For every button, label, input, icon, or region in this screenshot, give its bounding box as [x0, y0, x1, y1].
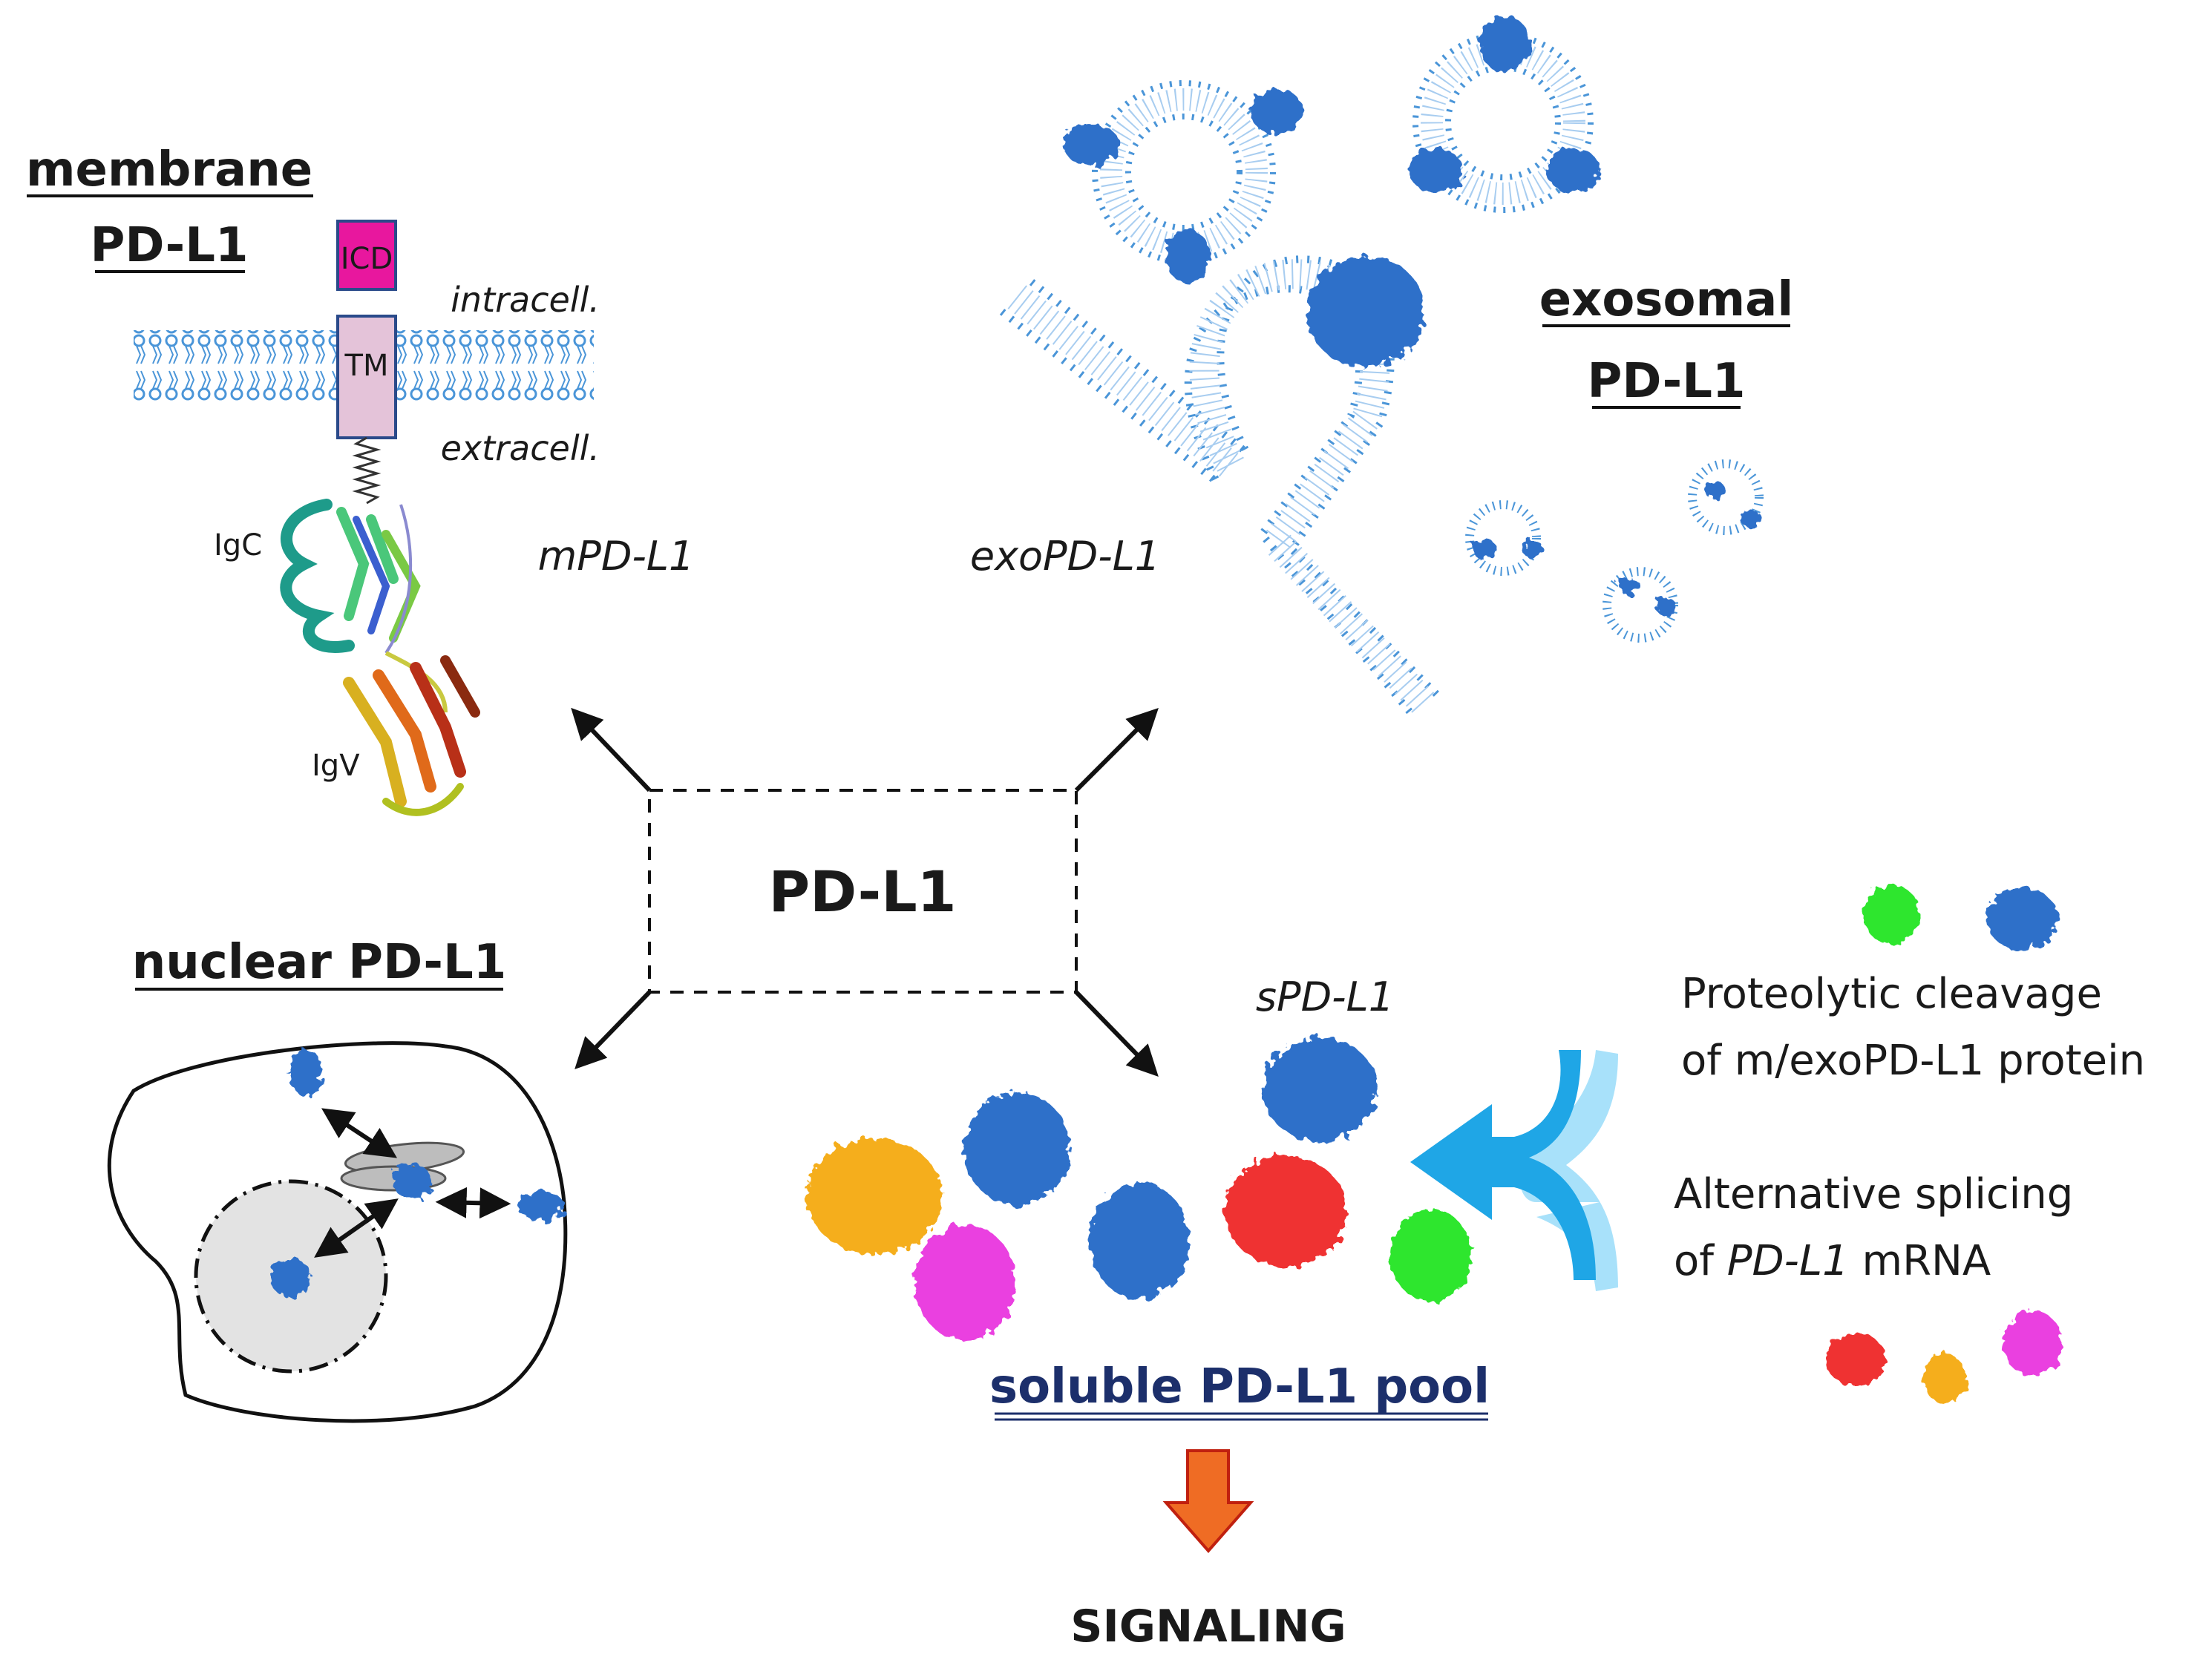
- arrow-to-soluble: [1074, 990, 1159, 1077]
- arrow-to-membrane: [571, 707, 652, 793]
- exosomal-pdl1-panel: exosomal PD-L1: [999, 16, 1794, 715]
- budding-protein: [1306, 256, 1425, 367]
- exosomal-title-line1: exosomal: [1539, 272, 1794, 327]
- intracell-label: intracell.: [451, 280, 600, 320]
- proteolytic-products: [1863, 885, 2057, 950]
- splicing-line1: Alternative splicing: [1674, 1170, 2073, 1218]
- icd-label: ICD: [341, 242, 393, 276]
- spdl1-label: sPD-L1: [1256, 974, 1394, 1020]
- nuclear-protein-membrane: [289, 1049, 322, 1096]
- icd-domain: [336, 220, 397, 291]
- merge-arrow: [1410, 1050, 1618, 1291]
- linker-spring: [352, 436, 382, 505]
- proteolytic-line1: Proteolytic cleavage: [1681, 970, 2102, 1018]
- soluble-protein-cluster: [806, 1037, 1472, 1340]
- exopdl1-label: exoPD-L1: [970, 533, 1160, 580]
- central-dashed-box: [648, 789, 1078, 994]
- signaling-arrow: [1162, 1449, 1254, 1554]
- exosomal-title-line2: PD-L1: [1587, 354, 1745, 409]
- branch-arrows: [571, 707, 1159, 1077]
- budding-membrane: [999, 255, 1443, 715]
- igv-label: IgV: [312, 749, 360, 783]
- splicing-line2: of PD-L1 mRNA: [1674, 1237, 1991, 1285]
- proteolytic-line2: of m/exoPD-L1 protein: [1681, 1037, 2145, 1085]
- central-pdl1-node: PD-L1: [648, 789, 1078, 994]
- signaling-label: SIGNALING: [1070, 1601, 1346, 1653]
- cell-outline: [107, 1041, 568, 1423]
- igv-domain-structure: [343, 651, 480, 816]
- soluble-pdl1-panel: sPD-L1 soluble PD-L1 pool SIGNALING Prot…: [806, 885, 2145, 1653]
- tm-label: TM: [344, 349, 389, 383]
- nuclear-protein-cytoplasm: [393, 1164, 431, 1199]
- nuclear-protein-edge: [517, 1191, 564, 1221]
- nuclear-protein-nucleus: [270, 1259, 312, 1297]
- exosome-small-vesicles: [1465, 459, 1764, 643]
- igc-label: IgC: [214, 528, 262, 562]
- splicing-line2-gene: PD-L1: [1727, 1237, 1849, 1285]
- exosome-vesicle-2: [1410, 16, 1600, 213]
- igc-domain-structure: [280, 499, 421, 654]
- membrane-pdl1-panel: membrane PD-L1 ICD TM intracell. extrace…: [26, 142, 600, 816]
- soluble-pool-title: soluble PD-L1 pool: [989, 1359, 1490, 1414]
- nuclear-title: nuclear PD-L1: [132, 935, 507, 990]
- arrow-to-nuclear: [574, 990, 652, 1070]
- exosome-vesicle-1: [1063, 80, 1303, 283]
- splicing-products: [1826, 1310, 2062, 1404]
- splicing-line2-suffix: mRNA: [1849, 1237, 1991, 1285]
- mpdl1-label: mPD-L1: [538, 533, 695, 580]
- splicing-line2-prefix: of: [1674, 1237, 1727, 1285]
- extracell-label: extracell.: [441, 428, 600, 468]
- nuclear-pdl1-panel: nuclear PD-L1: [107, 935, 568, 1423]
- arrow-to-exosomal: [1074, 708, 1159, 793]
- membrane-title-line2: PD-L1: [90, 218, 248, 273]
- central-title: PD-L1: [768, 859, 956, 925]
- membrane-title-line1: membrane: [26, 142, 312, 197]
